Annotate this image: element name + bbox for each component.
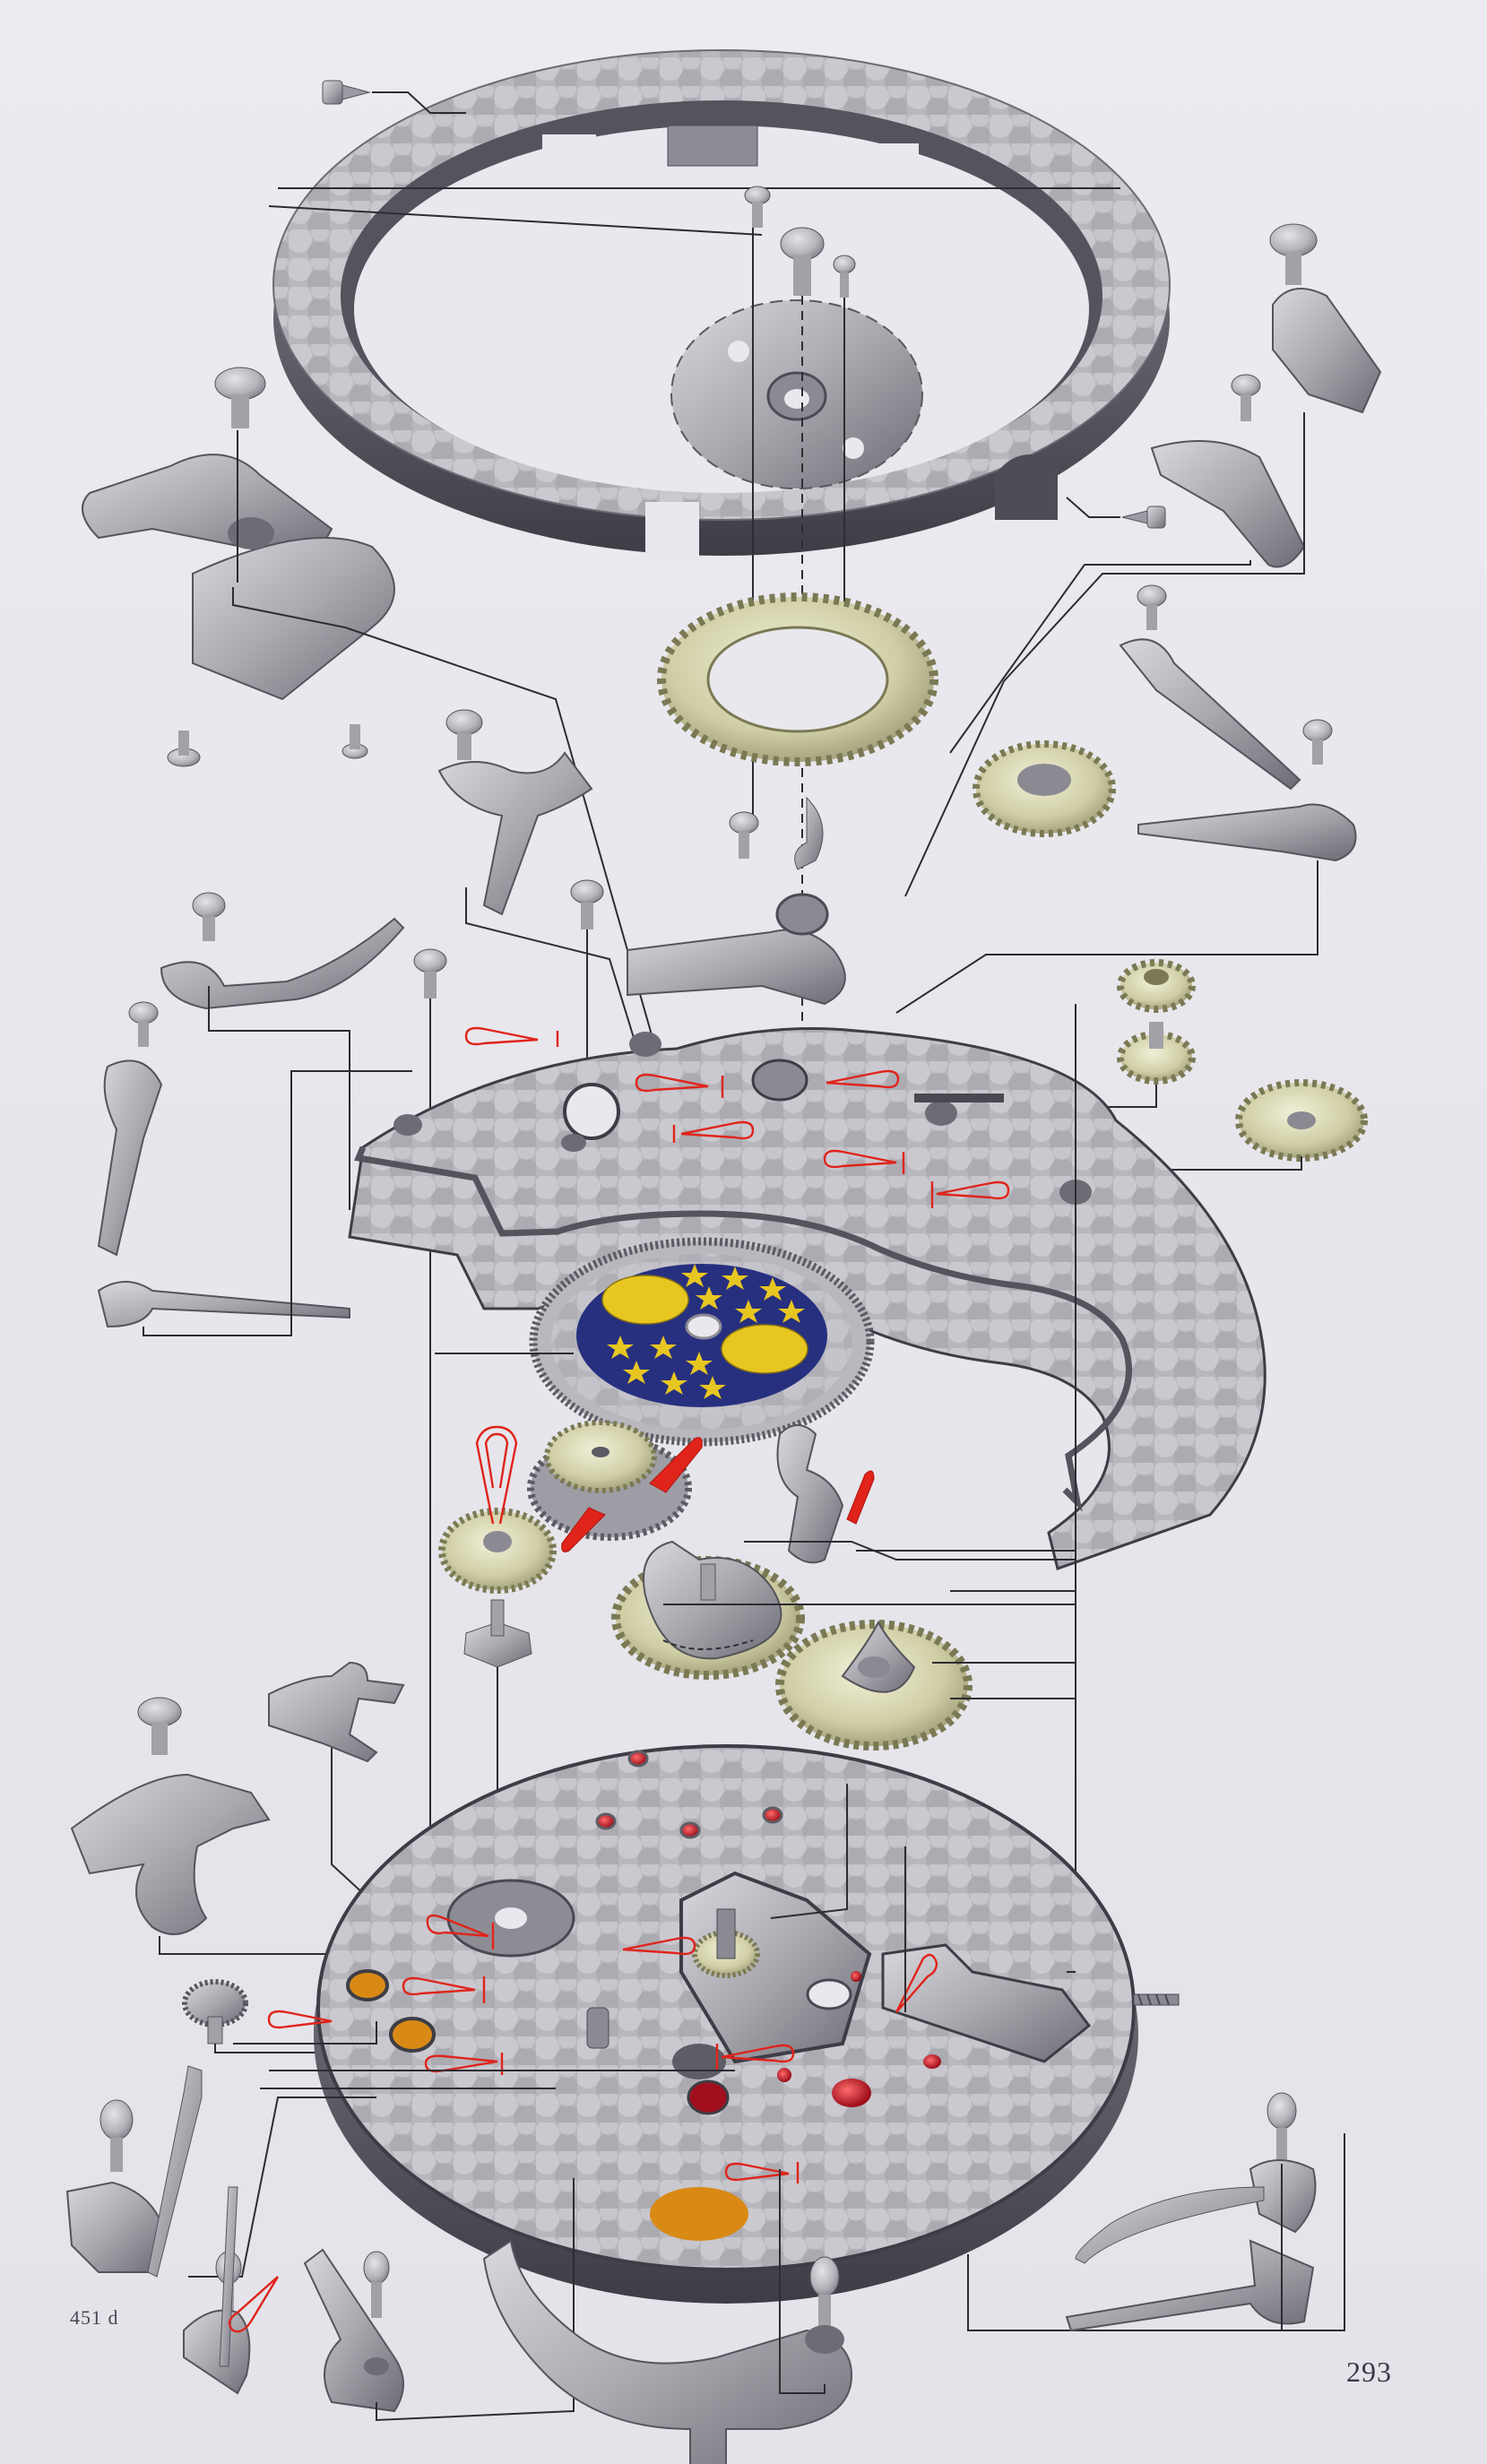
screw bbox=[341, 724, 368, 759]
bottom-lever-left bbox=[65, 2065, 203, 2278]
winding-stem bbox=[1133, 1993, 1180, 2006]
screw-group bbox=[744, 186, 856, 298]
oil-marker bbox=[724, 2162, 800, 2183]
left-lever-2 bbox=[97, 1001, 350, 1328]
star-icon bbox=[650, 1336, 677, 1359]
screw bbox=[570, 879, 604, 929]
oil-marker bbox=[930, 1180, 1010, 1208]
screw bbox=[1267, 2092, 1297, 2164]
star-icon bbox=[735, 1300, 762, 1323]
oil-marker bbox=[402, 1976, 486, 2003]
screw bbox=[214, 367, 266, 428]
click-spring bbox=[1119, 584, 1357, 862]
jewels bbox=[595, 1750, 941, 2082]
winding-pinion bbox=[182, 1979, 248, 2045]
main-plate bbox=[314, 1744, 1138, 2304]
pinion bbox=[463, 1599, 532, 1668]
ring-screw bbox=[1121, 506, 1166, 529]
intermediate-wheels bbox=[1117, 959, 1368, 1162]
screw bbox=[809, 2256, 840, 2330]
screw bbox=[1302, 719, 1333, 765]
bottom-lever-mid bbox=[183, 2186, 280, 2395]
cam-wheel bbox=[611, 1540, 805, 1680]
bottom-lever-2 bbox=[303, 2248, 404, 2413]
star-icon bbox=[661, 1371, 687, 1395]
jewel bbox=[679, 1821, 701, 1839]
oil-marker bbox=[267, 2010, 333, 2029]
star-icon bbox=[623, 1361, 650, 1384]
jewel bbox=[777, 2068, 791, 2082]
star-icons bbox=[607, 1264, 805, 1399]
screw bbox=[1137, 584, 1167, 630]
oil-marker bbox=[622, 1936, 696, 1956]
star-icon bbox=[681, 1264, 708, 1287]
star-icon bbox=[686, 1352, 713, 1375]
calendar-wheel-upper bbox=[527, 1420, 703, 1552]
screw bbox=[729, 811, 759, 859]
oil-marker bbox=[895, 1953, 938, 2013]
screw bbox=[128, 1001, 159, 1047]
ring-screw bbox=[322, 80, 371, 105]
setting-lever bbox=[1150, 223, 1382, 568]
oil-marker bbox=[823, 1149, 905, 1174]
jewel bbox=[595, 1812, 617, 1830]
screw bbox=[833, 255, 856, 298]
hour-wheel-lever bbox=[70, 1697, 271, 1935]
small-lever bbox=[627, 796, 846, 1006]
moon-icon bbox=[601, 1275, 689, 1325]
date-jumper bbox=[776, 1424, 875, 1564]
bottom-spring-right bbox=[1065, 2092, 1317, 2332]
screw bbox=[744, 186, 771, 228]
oil-marker bbox=[715, 2044, 795, 2071]
oil-marker bbox=[672, 1120, 755, 1143]
setting-wheel-bridge bbox=[268, 1661, 405, 1763]
screw bbox=[445, 709, 483, 760]
cam-lever bbox=[437, 709, 593, 916]
date-ring-gear bbox=[657, 592, 938, 766]
star-icon bbox=[722, 1267, 748, 1290]
star-icon bbox=[699, 1376, 726, 1399]
oil-marker bbox=[635, 1073, 724, 1098]
left-lever-1 bbox=[160, 892, 405, 1010]
screw bbox=[1231, 374, 1261, 421]
oil-marker bbox=[426, 1914, 495, 1950]
screw bbox=[780, 227, 825, 296]
screw bbox=[363, 2251, 390, 2318]
cam-wheel-large bbox=[775, 1620, 973, 1751]
figure-label: 451 d bbox=[70, 2306, 119, 2329]
calendar-wheel-left bbox=[438, 1425, 557, 1594]
screw bbox=[99, 2099, 134, 2172]
oil-marker-group bbox=[267, 1914, 938, 2183]
oil-marker bbox=[464, 1026, 559, 1047]
movement-ring bbox=[272, 49, 1171, 565]
jewel bbox=[923, 2054, 941, 2069]
star-icon bbox=[778, 1300, 805, 1323]
screw bbox=[192, 892, 226, 941]
cam-wheel bbox=[973, 740, 1116, 837]
bottom-bridge-lever bbox=[482, 2239, 853, 2464]
date-star-wheel bbox=[670, 299, 923, 489]
star-icon bbox=[607, 1336, 634, 1359]
moon-phase-disc bbox=[529, 1237, 875, 1447]
screw bbox=[413, 948, 447, 999]
moon-icon bbox=[721, 1324, 808, 1374]
page-number: 293 bbox=[1346, 2356, 1392, 2388]
yoke-lever bbox=[82, 367, 395, 767]
jewel bbox=[762, 1806, 783, 1824]
screw bbox=[167, 731, 201, 767]
star-icon bbox=[759, 1277, 786, 1301]
screw bbox=[137, 1697, 182, 1755]
screw bbox=[1269, 223, 1318, 285]
jewel bbox=[851, 1971, 861, 1982]
jewel bbox=[627, 1750, 649, 1768]
star-icon bbox=[696, 1286, 722, 1310]
oil-marker-group bbox=[464, 1026, 1010, 1208]
oil-marker bbox=[826, 1069, 900, 1089]
